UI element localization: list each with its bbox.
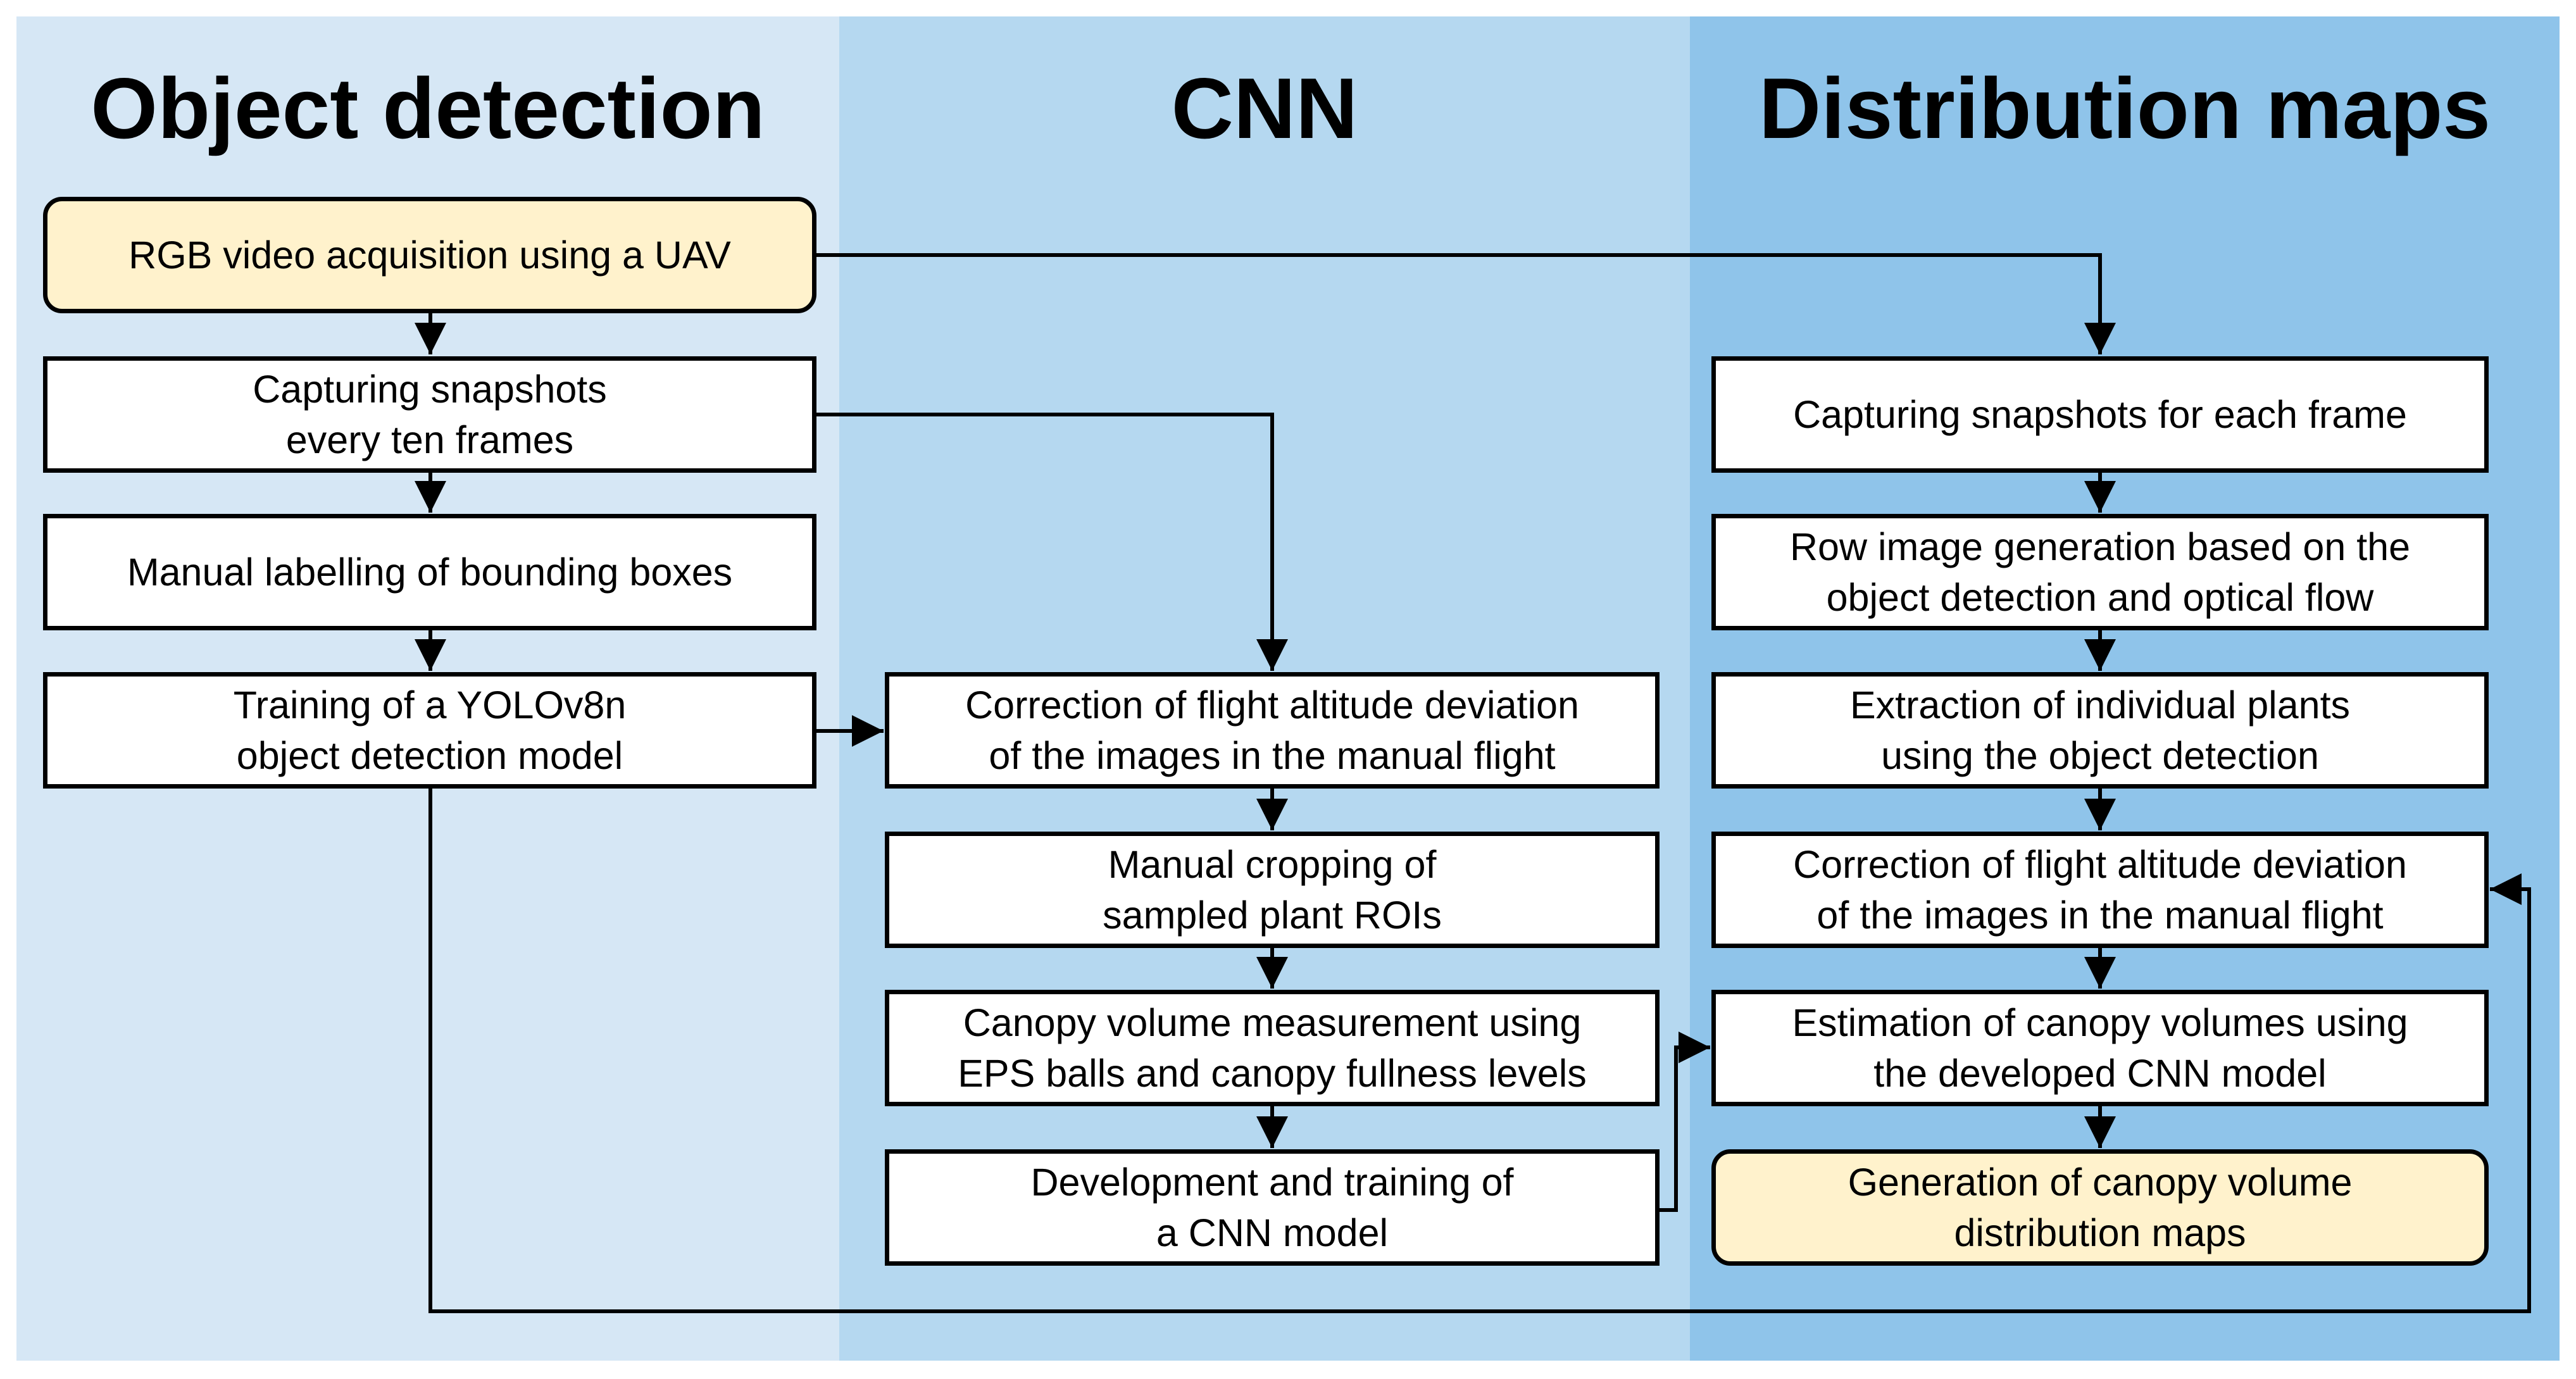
cnn-title: CNN <box>1171 60 1358 156</box>
capture-snapshots-step: Capturing snapshots every ten frames <box>43 356 816 473</box>
object-detection-title: Object detection <box>91 60 765 156</box>
manual-cropping-step: Manual cropping of sampled plant ROIs <box>885 832 1660 948</box>
map-generation-step: Generation of canopy volume distribution… <box>1711 1149 2489 1266</box>
yolo-training-step: Training of a YOLOv8n object detection m… <box>43 672 816 789</box>
cnn-development-step: Development and training of a CNN model <box>885 1149 1660 1266</box>
distribution-maps-title: Distribution maps <box>1758 60 2491 156</box>
manual-labelling-step: Manual labelling of bounding boxes <box>43 514 816 630</box>
video-acquisition-step: RGB video acquisition using a UAV <box>43 197 816 313</box>
volume-estimation-step: Estimation of canopy volumes using the d… <box>1711 990 2489 1106</box>
arrow-snapshots-to-cnn-correction <box>816 413 1288 671</box>
plant-extraction-step: Extraction of individual plants using th… <box>1711 672 2489 789</box>
arrow-video-to-frame-snapshots <box>816 253 2116 354</box>
arrow-development-to-estimation <box>1660 1032 1710 1212</box>
arrow-training-to-dm-correction <box>428 789 2531 1313</box>
dm-altitude-correction-step: Correction of flight altitude deviation … <box>1711 832 2489 948</box>
snapshots-each-frame-step: Capturing snapshots for each frame <box>1711 356 2489 473</box>
row-image-generation-step: Row image generation based on the object… <box>1711 514 2489 630</box>
cnn-altitude-correction-step: Correction of flight altitude deviation … <box>885 672 1660 789</box>
canopy-measurement-step: Canopy volume measurement using EPS ball… <box>885 990 1660 1106</box>
